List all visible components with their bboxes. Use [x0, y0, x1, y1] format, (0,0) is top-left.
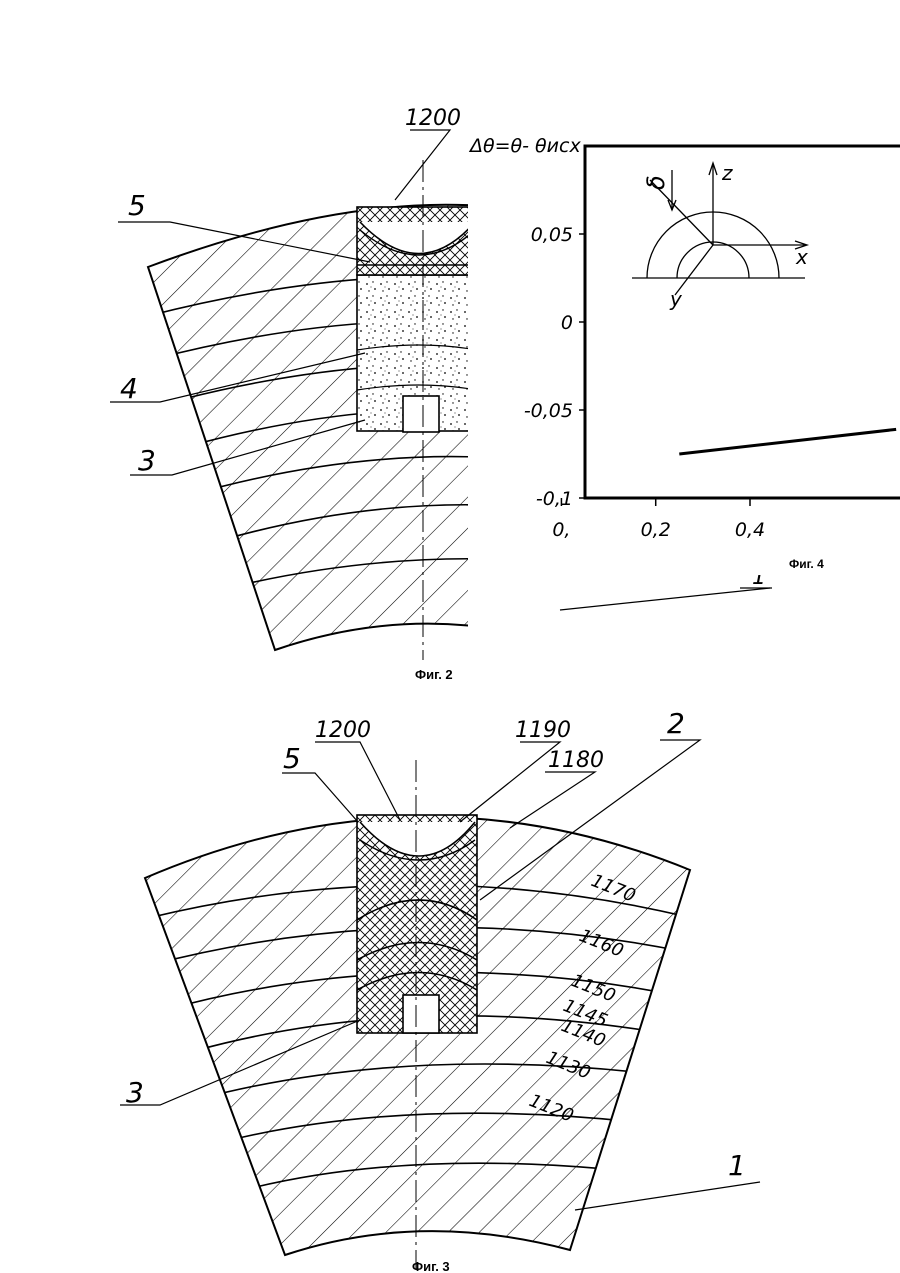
fig4-y-tick-label: 0,05: [531, 224, 573, 246]
fig4-inset-label-delta: δ: [642, 175, 670, 190]
fig4-caption: Фиг. 4: [789, 557, 824, 571]
fig3-label-5: 5: [283, 742, 301, 775]
fig2-label-3: 3: [138, 444, 156, 477]
fig3-label-2: 2: [667, 707, 685, 740]
fig2-channel: [403, 396, 439, 432]
fig3-label-3: 3: [126, 1076, 144, 1109]
fig3-label-1200: 1200: [315, 718, 371, 743]
fig4-y-tick-label: -0,05: [524, 400, 573, 422]
fig2-label-1200: 1200: [405, 106, 461, 131]
fig4-y-tick-label: 0: [561, 312, 573, 334]
fig4-inset-label-y: y: [669, 287, 683, 311]
figure-3: 1200 5 1190 1180 2 3 1 11701160115011451…: [120, 707, 760, 1273]
fig4-inset-label-x: x: [795, 245, 808, 269]
fig4-ylabel: Δθ=θ- θисх: [468, 135, 581, 157]
fig2-label-4: 4: [120, 372, 138, 405]
fig4-x-tick-label: 0,4: [735, 519, 765, 541]
fig3-caption: Фиг. 3: [412, 1259, 450, 1273]
fig4-x-tick-label: 0,: [552, 519, 570, 541]
fig3-label-1190: 1190: [515, 718, 571, 743]
fig2-label-5: 5: [128, 189, 146, 222]
fig4-mask: [468, 100, 900, 575]
fig2-caption: Фиг. 2: [415, 667, 453, 682]
fig4-x-tick-label: 0,2: [641, 519, 671, 541]
fig3-label-1: 1: [728, 1149, 746, 1182]
fig4-inset-label-z: z: [721, 161, 733, 185]
figure-4: Δθ=θ- θисх 0,050-0,05-0,10,20,40, z x y …: [468, 100, 900, 640]
fig4-y-tick-label: -0,1: [536, 488, 573, 510]
fig3-label-1180: 1180: [548, 748, 604, 773]
fig3-channel: [403, 995, 439, 1033]
